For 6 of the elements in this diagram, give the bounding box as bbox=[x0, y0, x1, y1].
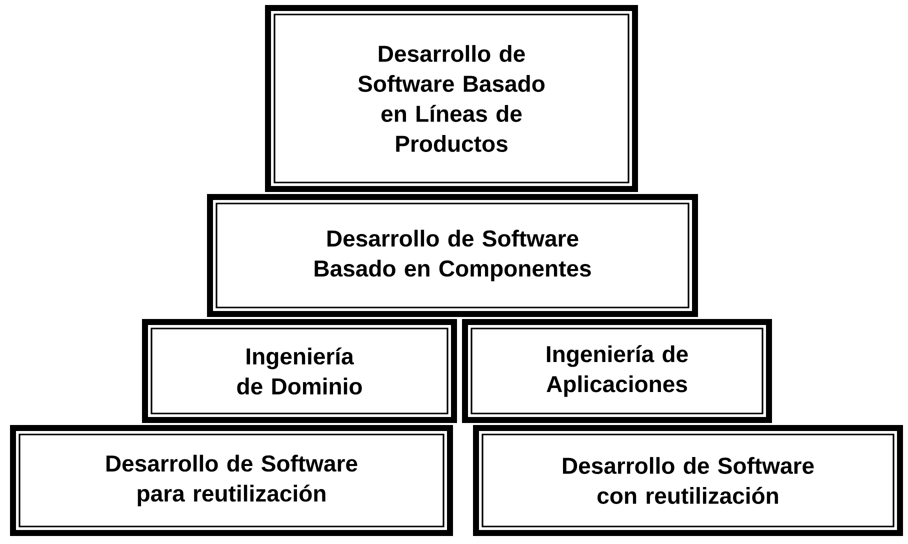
text-box: Ingeniería de Dominio bbox=[142, 319, 457, 423]
text-box: Desarrollo de Software con reutilización bbox=[473, 425, 903, 536]
text-box: Desarrollo de Software Basado en Líneas de Productos bbox=[265, 5, 638, 192]
text-box: Desarrollo de Software para reutilización bbox=[10, 425, 453, 536]
text-box: Ingeniería de Aplicaciones bbox=[462, 319, 772, 423]
text-box: Desarrollo de Software Basado en Componentes bbox=[207, 194, 698, 317]
